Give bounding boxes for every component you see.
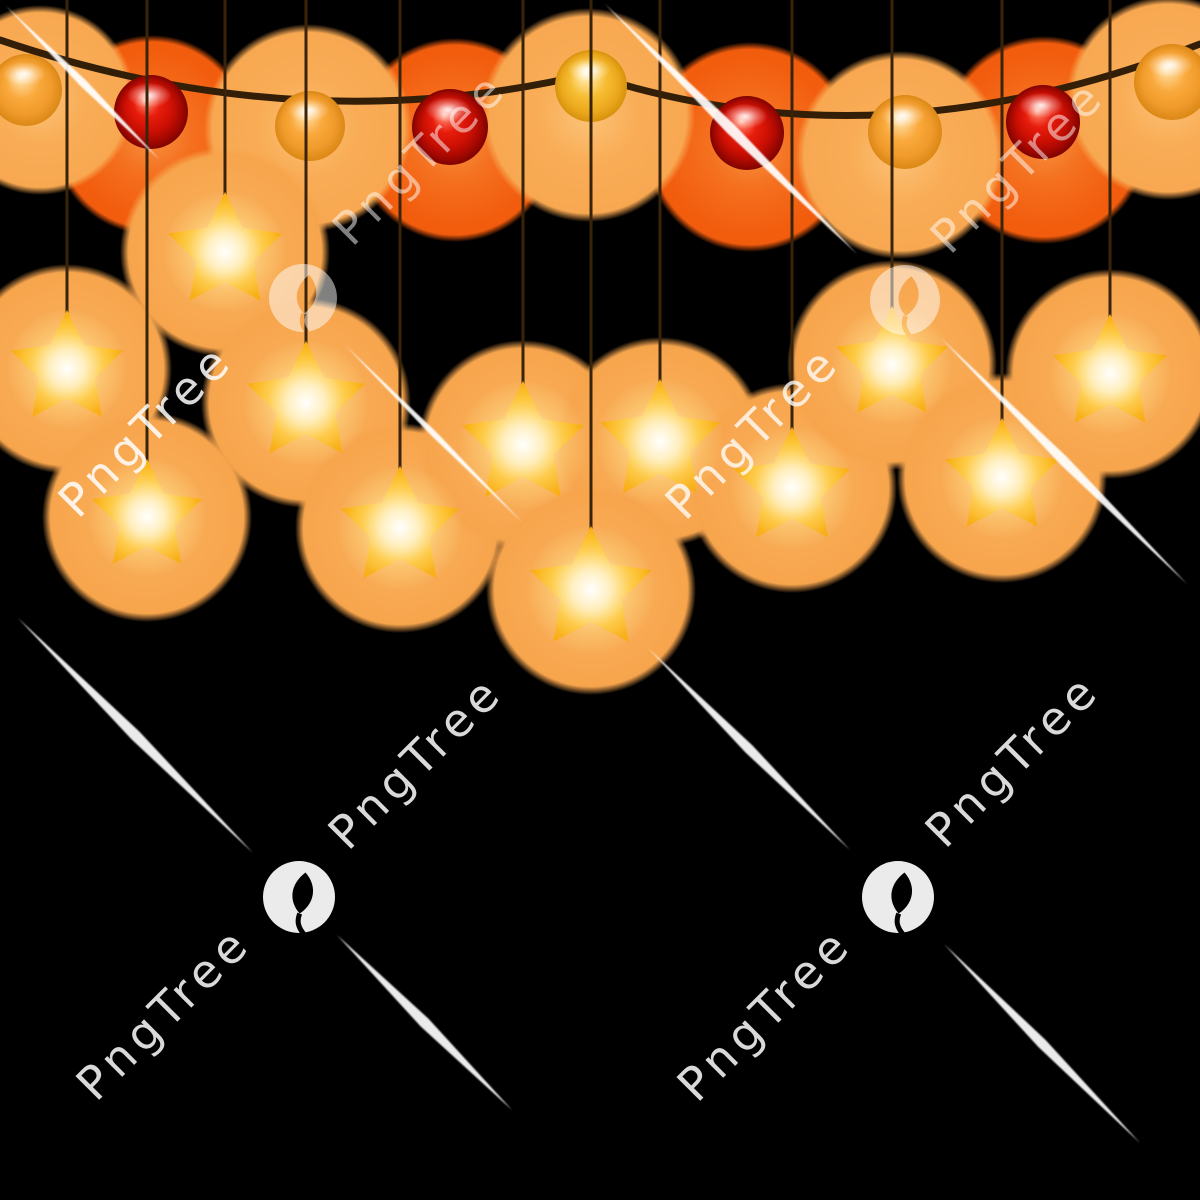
bulb-highlight — [1147, 51, 1193, 78]
bulb-highlight — [2, 61, 46, 87]
watermark-text: PngTree — [66, 915, 262, 1111]
star-light — [242, 339, 370, 467]
light-streak-icon — [605, 4, 857, 254]
light-bulb-red — [412, 89, 488, 165]
light-bulb-orange — [275, 91, 345, 161]
star-glow-core — [163, 190, 287, 314]
light-bulb-orange — [0, 54, 62, 126]
light-streak-icon — [345, 345, 523, 523]
star-light — [163, 190, 287, 314]
pngtree-logo-icon — [263, 861, 335, 933]
bulb-highlight — [880, 102, 926, 128]
star-glow-core — [242, 339, 370, 467]
light-bulb-red — [1006, 85, 1080, 159]
star-glow-core — [525, 524, 657, 656]
light-streak-icon — [648, 648, 850, 850]
star-light — [729, 425, 855, 551]
star-glow-core — [6, 308, 128, 430]
pngtree-logo-icon — [862, 861, 934, 933]
star-glow-core — [729, 425, 855, 551]
light-streak-icon — [6, 6, 160, 160]
star-light — [940, 416, 1064, 540]
star-glow-core — [336, 464, 464, 592]
star-glow-core — [1048, 312, 1172, 436]
star-glow-core — [831, 304, 953, 426]
star-light — [87, 457, 207, 577]
star-glow-core — [457, 379, 589, 511]
watermark-logos — [263, 264, 940, 933]
star-light — [1048, 312, 1172, 436]
star-light — [336, 464, 464, 592]
star-glow-core — [940, 416, 1064, 540]
star-glow-core — [87, 457, 207, 577]
bulb-highlight — [126, 82, 172, 108]
pngtree-logo-icon — [269, 264, 337, 332]
watermark-text: PngTree — [915, 662, 1111, 858]
star-light — [595, 377, 725, 507]
light-bulb-orange — [868, 95, 942, 169]
bulb-highlight — [567, 57, 611, 83]
hanging-strings — [65, 0, 1112, 530]
light-streak-icon — [941, 338, 1187, 584]
light-streak-icon — [944, 944, 1140, 1143]
star-light — [525, 524, 657, 656]
bulb-highlight — [287, 98, 330, 123]
watermark-text: PngTree — [667, 916, 863, 1112]
bulb-highlight — [1018, 92, 1064, 118]
light-streak-icon — [18, 618, 253, 853]
star-light — [457, 379, 589, 511]
bulb-highlight — [722, 103, 768, 129]
light-bulb-red — [710, 96, 784, 170]
light-bulb-orange — [1134, 44, 1200, 120]
watermark-text: PngTree — [318, 664, 514, 860]
light-streak-icon — [337, 935, 512, 1110]
star-light — [6, 308, 128, 430]
star-glow-core — [595, 377, 725, 507]
bulb-highlight — [425, 96, 471, 123]
star-light — [831, 304, 953, 426]
star-lights — [6, 190, 1172, 656]
light-streaks — [6, 4, 1187, 1143]
light-bulb-red — [114, 75, 188, 149]
pngtree-logo-icon — [870, 265, 940, 335]
